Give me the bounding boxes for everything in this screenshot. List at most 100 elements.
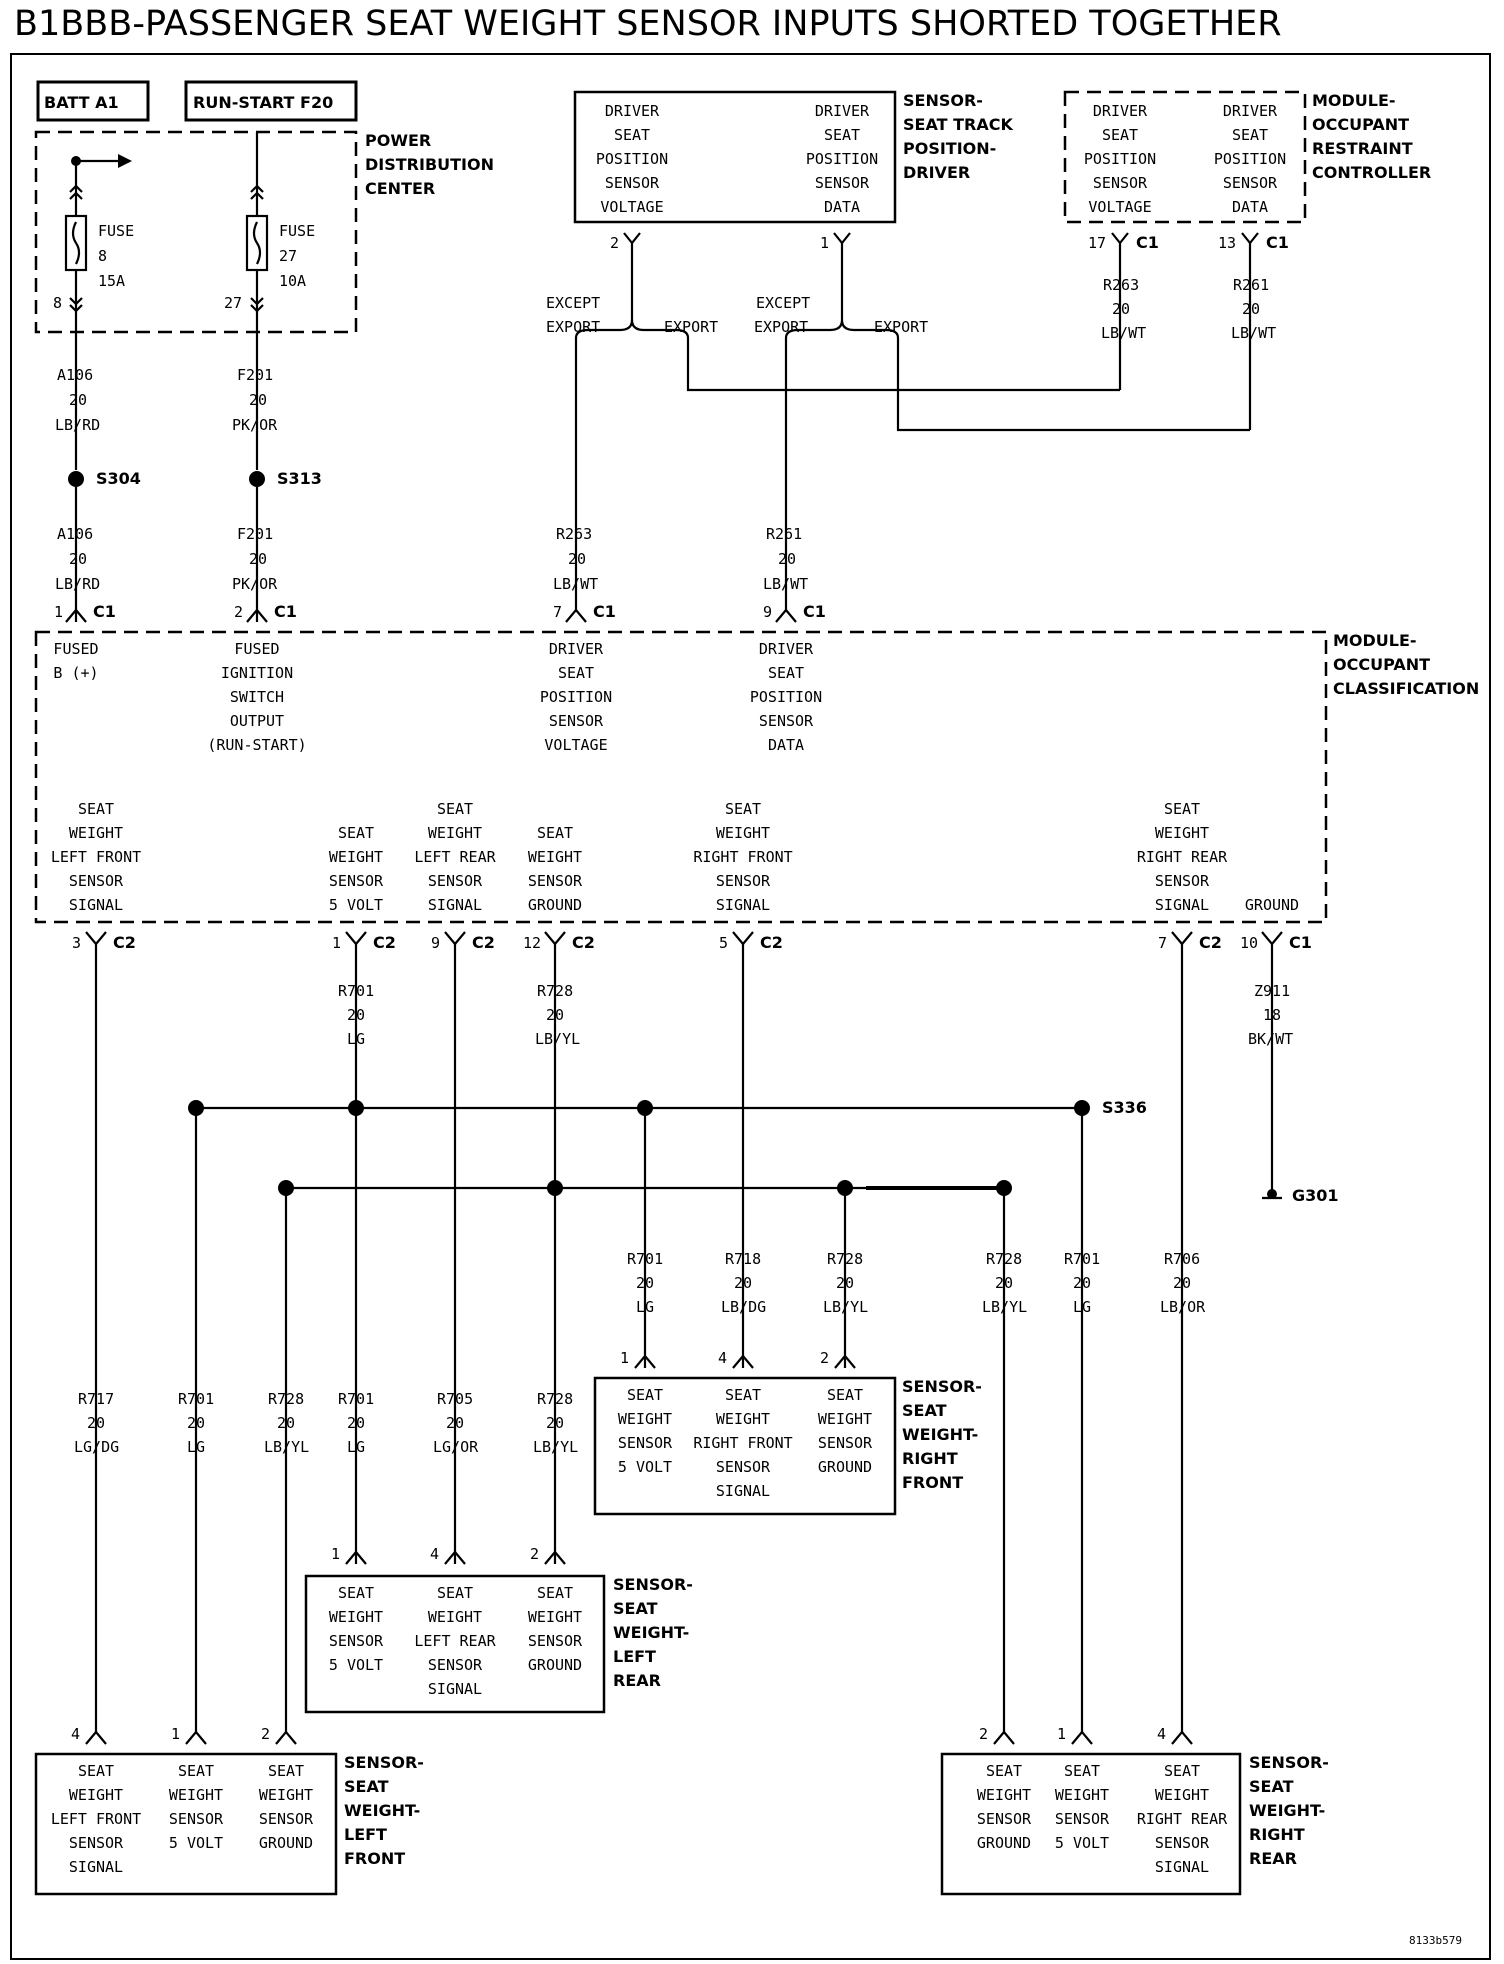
svg-text:4: 4 <box>1157 1725 1166 1743</box>
svg-text:9: 9 <box>431 934 440 952</box>
svg-text:1: 1 <box>820 234 829 252</box>
svg-text:2: 2 <box>979 1725 988 1743</box>
svg-text:EXCEPT: EXCEPT <box>546 294 600 312</box>
svg-text:POWER: POWER <box>365 131 431 150</box>
svg-text:SIGNAL: SIGNAL <box>716 896 770 914</box>
svg-text:RIGHT REAR: RIGHT REAR <box>1137 848 1228 866</box>
sensor-right-rear-box <box>940 1752 1242 1896</box>
svg-text:SENSOR: SENSOR <box>605 174 660 192</box>
svg-text:SENSOR-: SENSOR- <box>344 1753 424 1772</box>
svg-text:LG: LG <box>636 1298 654 1316</box>
svg-text:C2: C2 <box>472 933 495 952</box>
svg-text:WEIGHT: WEIGHT <box>259 1786 313 1804</box>
svg-text:20: 20 <box>87 1414 105 1432</box>
svg-text:LB/WT: LB/WT <box>553 575 598 593</box>
splice-s313-label: S313 <box>277 469 322 488</box>
connector-pin-c2-3: 3 C2 <box>72 931 136 952</box>
svg-text:POSITION: POSITION <box>1084 150 1156 168</box>
svg-text:POSITION-: POSITION- <box>903 139 996 158</box>
svg-text:FUSED: FUSED <box>234 640 279 658</box>
svg-text:1: 1 <box>331 1545 340 1563</box>
diagram-title: B1BBB-PASSENGER SEAT WEIGHT SENSOR INPUT… <box>14 4 1282 44</box>
svg-text:SEAT: SEAT <box>827 1386 863 1404</box>
svg-text:LB/WT: LB/WT <box>1231 324 1276 342</box>
sensor-right-front-label: SENSOR- SEAT WEIGHT- RIGHT FRONT <box>902 1377 982 1492</box>
svg-text:RIGHT FRONT: RIGHT FRONT <box>693 848 792 866</box>
svg-text:C2: C2 <box>373 933 396 952</box>
occ-pin-fused-b: FUSED B (+) <box>53 640 98 682</box>
svg-text:WEIGHT: WEIGHT <box>1155 1786 1209 1804</box>
power-distribution-center-label: POWER DISTRIBUTION CENTER <box>365 131 494 198</box>
splice-s313 <box>249 471 265 487</box>
svg-text:LB/YL: LB/YL <box>264 1438 309 1456</box>
fuse-8: FUSE 8 15A 8 <box>53 154 134 470</box>
occ-pin-ground: GROUND <box>1245 896 1299 914</box>
svg-text:CONTROLLER: CONTROLLER <box>1312 163 1431 182</box>
connector-pin-lr-2: 2 <box>530 1545 566 1565</box>
svg-text:GROUND: GROUND <box>528 1656 582 1674</box>
svg-text:WEIGHT: WEIGHT <box>528 1608 582 1626</box>
svg-text:SEAT: SEAT <box>725 1386 761 1404</box>
svg-text:SENSOR: SENSOR <box>977 1810 1032 1828</box>
svg-text:R701: R701 <box>627 1250 663 1268</box>
svg-text:FUSE: FUSE <box>98 222 134 240</box>
svg-text:17: 17 <box>1088 234 1106 252</box>
rr-pin-signal: SEAT WEIGHT RIGHT REAR SENSOR SIGNAL <box>1137 1762 1228 1876</box>
svg-text:C1: C1 <box>593 602 616 621</box>
svg-text:SEAT: SEAT <box>627 1386 663 1404</box>
rf-pin-signal: SEAT WEIGHT RIGHT FRONT SENSOR SIGNAL <box>693 1386 792 1500</box>
svg-text:SENSOR: SENSOR <box>428 872 483 890</box>
svg-text:5: 5 <box>719 934 728 952</box>
occ-pin-left-rear-signal: SEAT WEIGHT LEFT REAR SENSOR SIGNAL <box>414 800 496 914</box>
svg-text:BK/WT: BK/WT <box>1248 1030 1293 1048</box>
svg-text:SEAT: SEAT <box>824 126 860 144</box>
svg-text:20: 20 <box>546 1414 564 1432</box>
svg-text:4: 4 <box>718 1349 727 1367</box>
svg-text:REAR: REAR <box>1249 1849 1297 1868</box>
svg-text:C1: C1 <box>93 602 116 621</box>
svg-text:R701: R701 <box>1064 1250 1100 1268</box>
svg-text:20: 20 <box>1112 300 1130 318</box>
svg-text:1: 1 <box>620 1349 629 1367</box>
svg-text:SEAT: SEAT <box>338 1584 374 1602</box>
lf-pin-5-volt: SEAT WEIGHT SENSOR 5 VOLT <box>169 1762 224 1852</box>
routing-label-export-2: EXPORT <box>874 318 928 336</box>
occ-pin-right-front-signal: SEAT WEIGHT RIGHT FRONT SENSOR SIGNAL <box>693 800 792 914</box>
sensor-left-front-label: SENSOR- SEAT WEIGHT- LEFT FRONT <box>344 1753 424 1868</box>
svg-text:SIGNAL: SIGNAL <box>428 896 482 914</box>
orc-pin-data: DRIVER SEAT POSITION SENSOR DATA <box>1214 102 1286 216</box>
svg-text:SEAT: SEAT <box>614 126 650 144</box>
occupant-classification-module-box <box>34 630 1328 924</box>
svg-text:GROUND: GROUND <box>528 896 582 914</box>
svg-text:DRIVER: DRIVER <box>1093 102 1148 120</box>
svg-text:WEIGHT-: WEIGHT- <box>1249 1801 1325 1820</box>
svg-text:R706: R706 <box>1164 1250 1200 1268</box>
svg-text:POSITION: POSITION <box>806 150 878 168</box>
connector-pin-lf-1: 1 <box>171 1725 207 1745</box>
svg-text:SENSOR-: SENSOR- <box>902 1377 982 1396</box>
svg-text:VOLTAGE: VOLTAGE <box>1088 198 1151 216</box>
svg-text:3: 3 <box>72 934 81 952</box>
fuse-27: FUSE 27 10A 27 <box>224 132 315 470</box>
svg-text:WEIGHT-: WEIGHT- <box>613 1623 689 1642</box>
svg-text:DRIVER: DRIVER <box>903 163 970 182</box>
batt-box-label: BATT A1 <box>44 93 119 112</box>
svg-text:OUTPUT: OUTPUT <box>230 712 284 730</box>
svg-text:SEAT: SEAT <box>437 1584 473 1602</box>
svg-text:SIGNAL: SIGNAL <box>69 1858 123 1876</box>
svg-text:R717: R717 <box>78 1390 114 1408</box>
svg-text:DRIVER: DRIVER <box>815 102 870 120</box>
connector-pin-occ-9: 9 C1 <box>763 602 826 623</box>
svg-text:LB/DG: LB/DG <box>721 1298 766 1316</box>
connector-pin-rf-4: 4 <box>718 1349 754 1369</box>
svg-text:MODULE-: MODULE- <box>1312 91 1396 110</box>
power-distribution-center-box <box>34 130 358 334</box>
